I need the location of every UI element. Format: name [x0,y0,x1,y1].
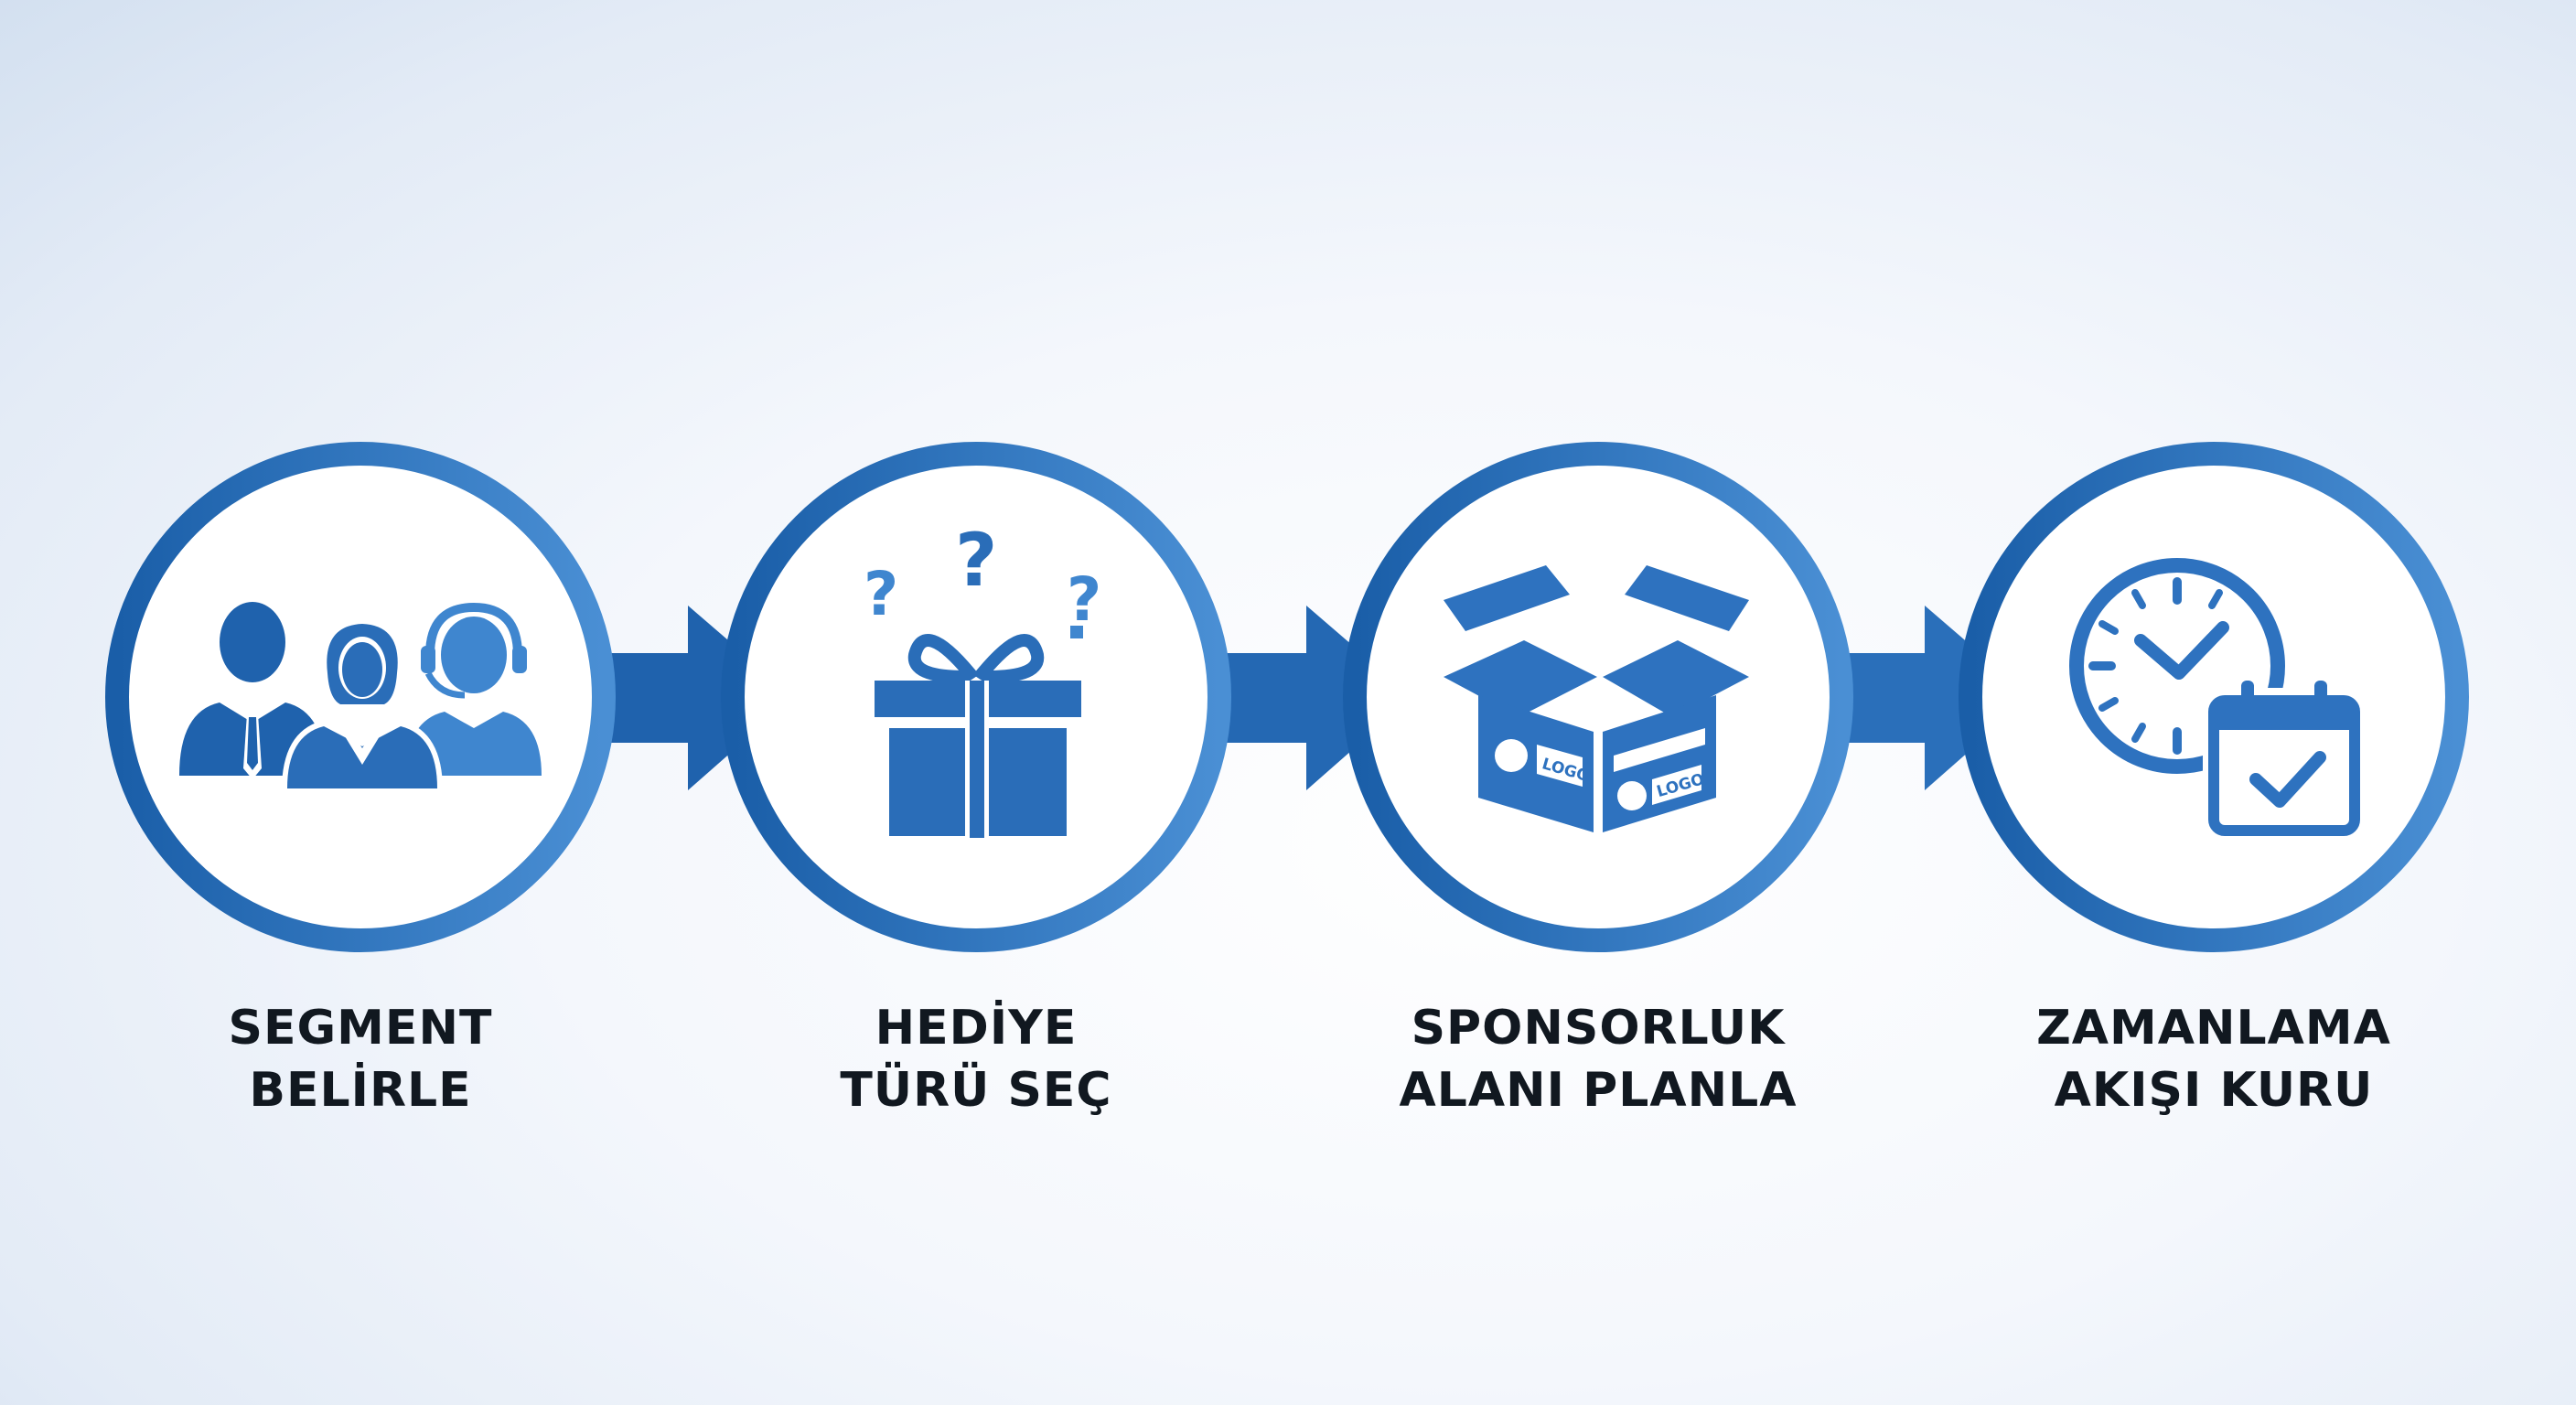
step-1-label-line1: SEGMENT [228,1001,493,1056]
step-3-label-line2: ALANI PLANLA [1399,1063,1798,1118]
step-2-label-line1: HEDİYE [875,1001,1078,1056]
step-1-label-line2: BELİRLE [249,1063,472,1118]
question-mark-2: ? [955,518,997,603]
question-mark-3: ? [1067,564,1101,635]
headset-figure-icon [406,602,542,776]
clock-calendar-icon [2069,558,2366,842]
woman-figure-icon [282,618,443,790]
step-2-label: HEDİYE TÜRÜ SEÇ [692,997,1260,1121]
people-group-icon [179,602,542,790]
step-3-label: SPONSORLUK ALANI PLANLA [1315,997,1882,1121]
question-mark-1: ? [864,559,898,629]
step-4-label-line1: ZAMANLAMA [2036,1001,2391,1056]
calendar-icon [2203,681,2366,842]
step-4-label-line2: AKIŞI KURU [2054,1063,2374,1118]
step-1-label: SEGMENT BELİRLE [77,997,644,1121]
gift-question-icon: ? ? ? [864,518,1101,838]
logo-box-icon: LOGO LOGO [1444,565,1749,832]
clock-icon [2069,558,2285,774]
step-2-label-line2: TÜRÜ SEÇ [840,1063,1112,1118]
step-3-label-line1: SPONSORLUK [1411,1001,1786,1056]
step-3-circle [1343,442,1853,952]
step-4-label: ZAMANLAMA AKIŞI KURU [1930,997,2497,1121]
